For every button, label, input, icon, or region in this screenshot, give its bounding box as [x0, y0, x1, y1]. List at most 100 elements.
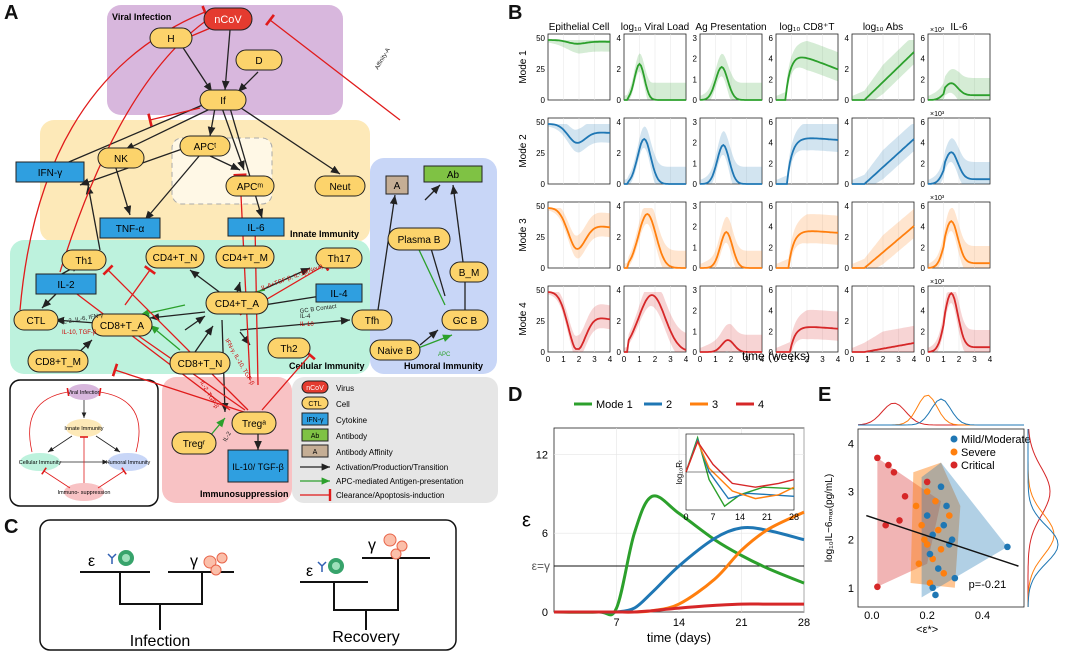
b-ytick: 0	[769, 180, 774, 189]
svg-text:Ab: Ab	[447, 170, 460, 181]
e-point	[943, 502, 950, 510]
node-cd4-tm	[215, 245, 275, 269]
b-band	[548, 40, 610, 54]
b-xtick: 1	[941, 355, 946, 364]
b-ytick: 2	[921, 75, 926, 84]
region-label-cellular: Cellular Immunity	[289, 361, 365, 371]
b-xtick: 2	[805, 355, 810, 364]
node-a	[385, 175, 409, 195]
b-band	[624, 292, 686, 352]
d-eps-gamma-label: ε=γ	[532, 559, 550, 573]
b-il6-mult: ×10³	[930, 111, 945, 118]
b-curve	[700, 230, 762, 269]
e-regression-line	[866, 514, 1019, 567]
b-ytick: 4	[921, 139, 926, 148]
node-th17	[315, 247, 363, 269]
b-curve	[547, 207, 611, 250]
d-inset-xtick: 14	[735, 512, 745, 522]
b-band	[776, 309, 838, 352]
e-point	[896, 517, 903, 524]
e-point	[923, 488, 931, 495]
e-point	[915, 560, 923, 568]
b-xtick: 3	[744, 355, 749, 364]
svg-text:A: A	[394, 181, 401, 192]
b-ytick: 2	[769, 243, 774, 252]
e-point	[882, 521, 889, 529]
b-ytick: 25	[536, 149, 545, 158]
svg-text:Cell: Cell	[336, 400, 350, 409]
b-ytick: 0	[693, 180, 698, 189]
b-ytick: 50	[536, 34, 545, 43]
svg-text:GC B: GC B	[453, 316, 478, 327]
svg-text:Humoral Immunity: Humoral Immunity	[106, 460, 151, 466]
b-ytick: 3	[693, 286, 698, 295]
b-ytick: 1	[693, 327, 698, 336]
c-eps-recovery: ε	[306, 563, 313, 580]
e-point	[948, 536, 956, 543]
b-ytick: 25	[536, 317, 545, 326]
b-ytick: 0	[617, 96, 622, 105]
d-ytick: 12	[536, 449, 548, 461]
b-ytick: 4	[845, 118, 850, 127]
e-point	[929, 584, 936, 592]
panel-letter-c: C	[4, 516, 19, 538]
region-label-immunosuppression: Immunosuppression	[200, 489, 289, 499]
b-curve	[776, 137, 839, 185]
b-xtick: 4	[684, 355, 689, 364]
b-ytick: 0	[921, 264, 926, 273]
b-ytick: 2	[845, 65, 850, 74]
b-band	[624, 126, 686, 184]
b-ytick: 4	[921, 223, 926, 232]
b-ytick: 0	[769, 264, 774, 273]
e-point	[912, 502, 920, 510]
svg-text:B_M: B_M	[459, 268, 480, 279]
node-il6	[227, 217, 285, 237]
e-point	[918, 521, 925, 529]
node-neut	[314, 175, 366, 197]
b-curve	[776, 326, 839, 353]
svg-text:Tregᵃ: Tregᵃ	[242, 419, 266, 430]
b-curve	[928, 151, 990, 185]
b-ytick: 4	[769, 55, 774, 64]
b-col-title: log₁₀ Abs	[863, 22, 903, 33]
svg-text:IL-6: IL-6	[247, 223, 265, 234]
svg-text:CD8+T_A: CD8+T_A	[100, 321, 145, 332]
b-curve	[852, 138, 915, 185]
b-ytick: 4	[617, 202, 622, 211]
b-xtick: 0	[850, 355, 855, 364]
b-xtick: 3	[592, 355, 597, 364]
b-ytick: 2	[845, 317, 850, 326]
svg-text:Affinity-A: Affinity-A	[375, 47, 392, 71]
c-infection-label: Infection	[130, 633, 190, 650]
b-ytick: 4	[769, 139, 774, 148]
c-gam-recovery: γ	[368, 537, 376, 554]
svg-text:CD8+T_N: CD8+T_N	[178, 359, 223, 370]
b-ytick: 4	[845, 202, 850, 211]
svg-text:nCoV: nCoV	[306, 385, 324, 392]
node-cd8-tm	[27, 349, 89, 373]
d-xtick: 7	[613, 617, 619, 629]
e-legend-dot	[950, 448, 958, 456]
node-cd4-ta	[205, 291, 269, 315]
svg-text:Th17: Th17	[328, 254, 351, 265]
node-th1	[61, 249, 107, 271]
svg-text:Th1: Th1	[75, 256, 93, 267]
e-point	[874, 454, 881, 462]
b-ytick: 0	[693, 348, 698, 357]
b-xtick: 2	[653, 355, 658, 364]
b-ytick: 0	[769, 96, 774, 105]
svg-text:CTL: CTL	[27, 316, 46, 327]
b-xtick: 0	[546, 355, 551, 364]
d-inset-xtick: 21	[762, 512, 772, 522]
node-naive-b	[369, 339, 421, 361]
b-curve	[852, 342, 915, 353]
b-band	[700, 323, 762, 352]
node-h	[149, 27, 193, 49]
e-point	[937, 545, 945, 553]
svg-text:GC B Contact: GC B Contact	[299, 304, 337, 315]
svg-text:APC: APC	[438, 352, 451, 358]
b-ytick: 0	[845, 264, 850, 273]
svg-text:IL-10/ TGF-β: IL-10/ TGF-β	[232, 462, 284, 472]
node-d	[235, 49, 283, 71]
